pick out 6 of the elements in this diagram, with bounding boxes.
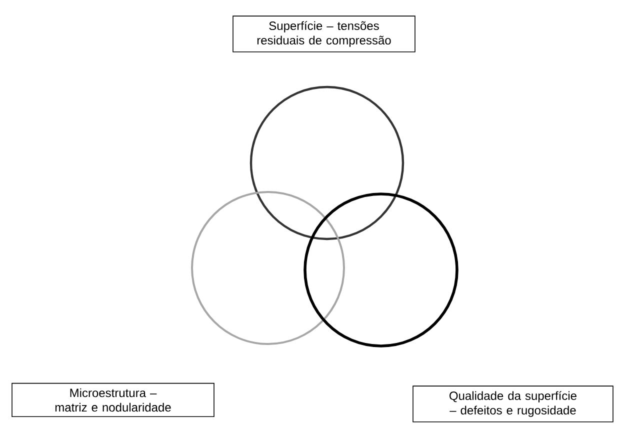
text-box: Microestrutura – matriz e nodularidade: [12, 382, 214, 418]
text-box: Superfície – tensões residuais de compressão: [232, 16, 416, 52]
circle: [304, 192, 458, 348]
circle: [250, 86, 404, 240]
circle: [191, 191, 345, 345]
text-box: Qualidade da superfície – defeitos e rugosidade: [412, 386, 614, 422]
